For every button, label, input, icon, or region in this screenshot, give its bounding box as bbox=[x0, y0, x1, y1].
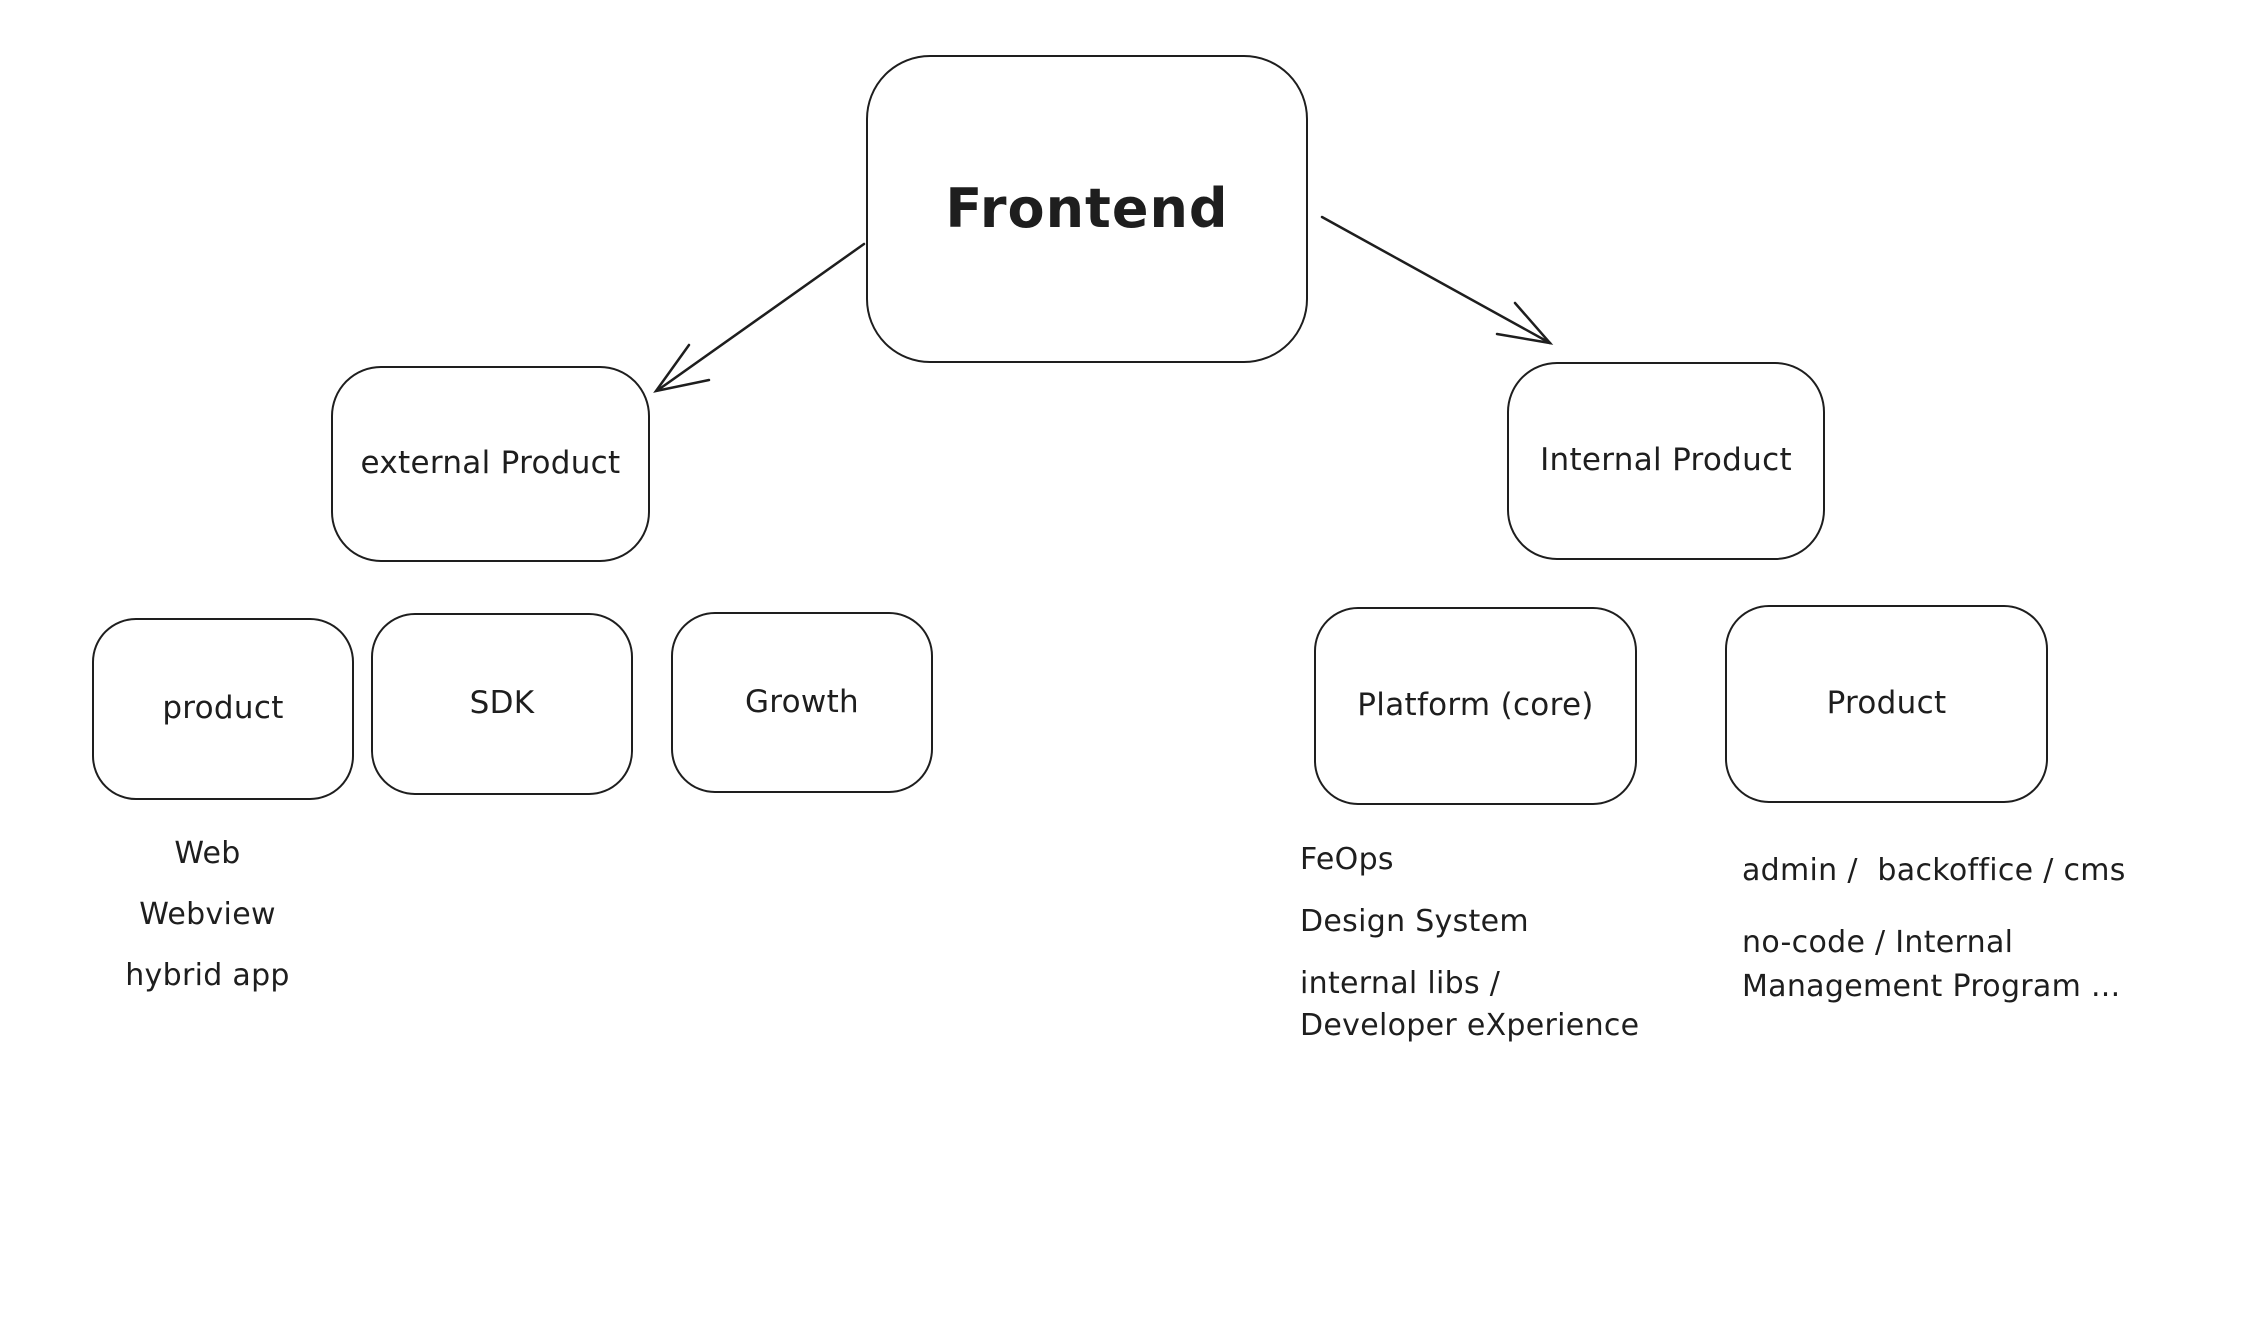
note-internal-libs-dx: internal libs / Developer eXperience bbox=[1300, 966, 1640, 1043]
note-design-system: Design System bbox=[1300, 904, 1529, 939]
note-webview: Webview bbox=[139, 897, 276, 932]
note-web: Web bbox=[174, 836, 241, 871]
note-hybrid-app: hybrid app bbox=[125, 958, 290, 993]
sdk-node: SDK bbox=[371, 613, 633, 795]
product-internal-node: Product bbox=[1725, 605, 2048, 803]
growth-node-label: Growth bbox=[744, 683, 859, 720]
product-internal-node-label: Product bbox=[1826, 685, 1947, 722]
platform-core-node-label: Platform (core) bbox=[1357, 687, 1594, 724]
internal-product-node-label: Internal Product bbox=[1540, 442, 1792, 479]
product-internal-notes-list: admin / backoffice / cms no-code / Inter… bbox=[1742, 849, 2182, 1037]
internal-product-node: Internal Product bbox=[1507, 362, 1825, 560]
product-external-node: product bbox=[92, 618, 354, 800]
growth-node: Growth bbox=[671, 612, 933, 793]
arrow-frontend-to-internal-product bbox=[1320, 215, 1554, 345]
platform-core-notes-list: FeOps Design System internal libs / Deve… bbox=[1300, 839, 1680, 1067]
product-external-notes-list: Web Webview hybrid app bbox=[85, 833, 330, 1016]
product-external-node-label: product bbox=[162, 690, 284, 727]
arrow-frontend-to-external-product bbox=[653, 242, 866, 393]
external-product-node: external Product bbox=[331, 366, 650, 562]
frontend-node: Frontend bbox=[866, 55, 1308, 363]
platform-core-node: Platform (core) bbox=[1314, 607, 1637, 805]
note-feops: FeOps bbox=[1300, 842, 1394, 877]
note-admin-backoffice-cms: admin / backoffice / cms bbox=[1742, 853, 2126, 888]
external-product-node-label: external Product bbox=[360, 445, 621, 482]
sdk-node-label: SDK bbox=[469, 685, 535, 722]
note-no-code-imp: no-code / Internal Management Program ..… bbox=[1742, 925, 2121, 1004]
frontend-node-label: Frontend bbox=[945, 176, 1229, 240]
